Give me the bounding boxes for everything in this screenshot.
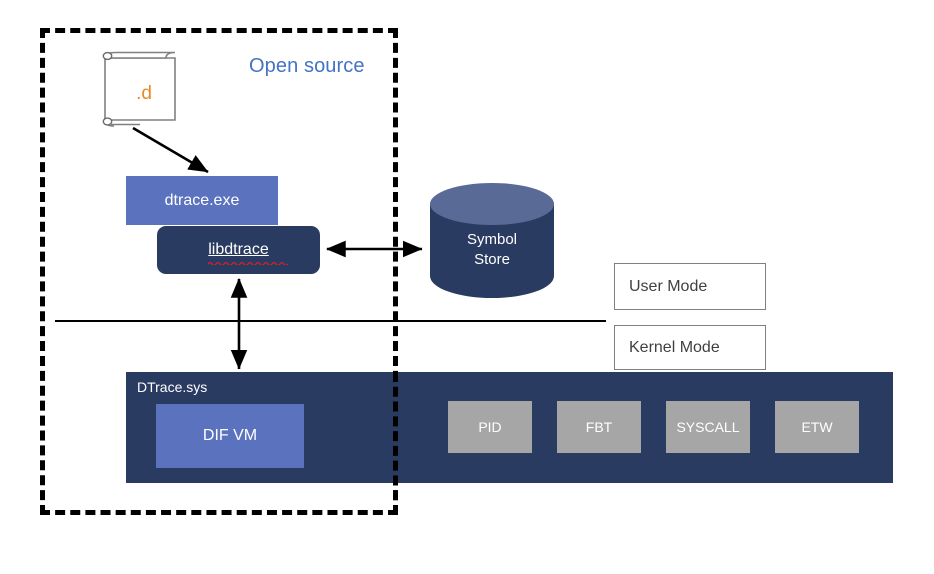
dtrace-exe-box: dtrace.exe — [126, 176, 278, 225]
provider-box-pid: PID — [448, 401, 532, 453]
user-kernel-divider-line — [55, 320, 606, 322]
script-file-label: .d — [136, 83, 152, 104]
user-mode-label: User Mode — [629, 277, 708, 295]
provider-box-etw: ETW — [775, 401, 859, 453]
script-file-shape: .d — [96, 50, 184, 128]
dtrace-sys-band: DTrace.sys DIF VM PID FBT SYSCALL ETW — [126, 372, 893, 483]
dif-vm-label: DIF VM — [202, 427, 258, 444]
provider-list: PID FBT SYSCALL ETW — [448, 401, 859, 453]
dtrace-sys-label: DTrace.sys — [137, 379, 208, 395]
open-source-boundary-overlay — [393, 372, 398, 515]
dtrace-exe-label: dtrace.exe — [164, 191, 240, 209]
provider-box-syscall: SYSCALL — [666, 401, 750, 453]
symbol-store-shape: Symbol Store — [428, 182, 556, 298]
open-source-boundary — [40, 28, 398, 515]
cylinder-database-icon — [430, 183, 554, 298]
provider-label-syscall: SYSCALL — [676, 419, 740, 435]
kernel-mode-label-box: Kernel Mode — [614, 325, 766, 370]
provider-label-pid: PID — [478, 419, 502, 435]
scroll-document-icon — [102, 51, 176, 127]
dif-vm-box: DIF VM — [156, 404, 304, 468]
spellcheck-squiggle-icon — [208, 261, 289, 265]
provider-label-etw: ETW — [801, 419, 833, 435]
symbol-store-label: Symbol Store — [466, 230, 518, 268]
open-source-label: Open source — [249, 55, 365, 77]
libdtrace-box: libdtrace — [157, 226, 320, 274]
provider-label-fbt: FBT — [585, 419, 613, 435]
provider-box-fbt: FBT — [557, 401, 641, 453]
kernel-mode-label: Kernel Mode — [629, 338, 720, 356]
user-mode-label-box: User Mode — [614, 263, 766, 310]
libdtrace-label: libdtrace — [208, 241, 289, 265]
